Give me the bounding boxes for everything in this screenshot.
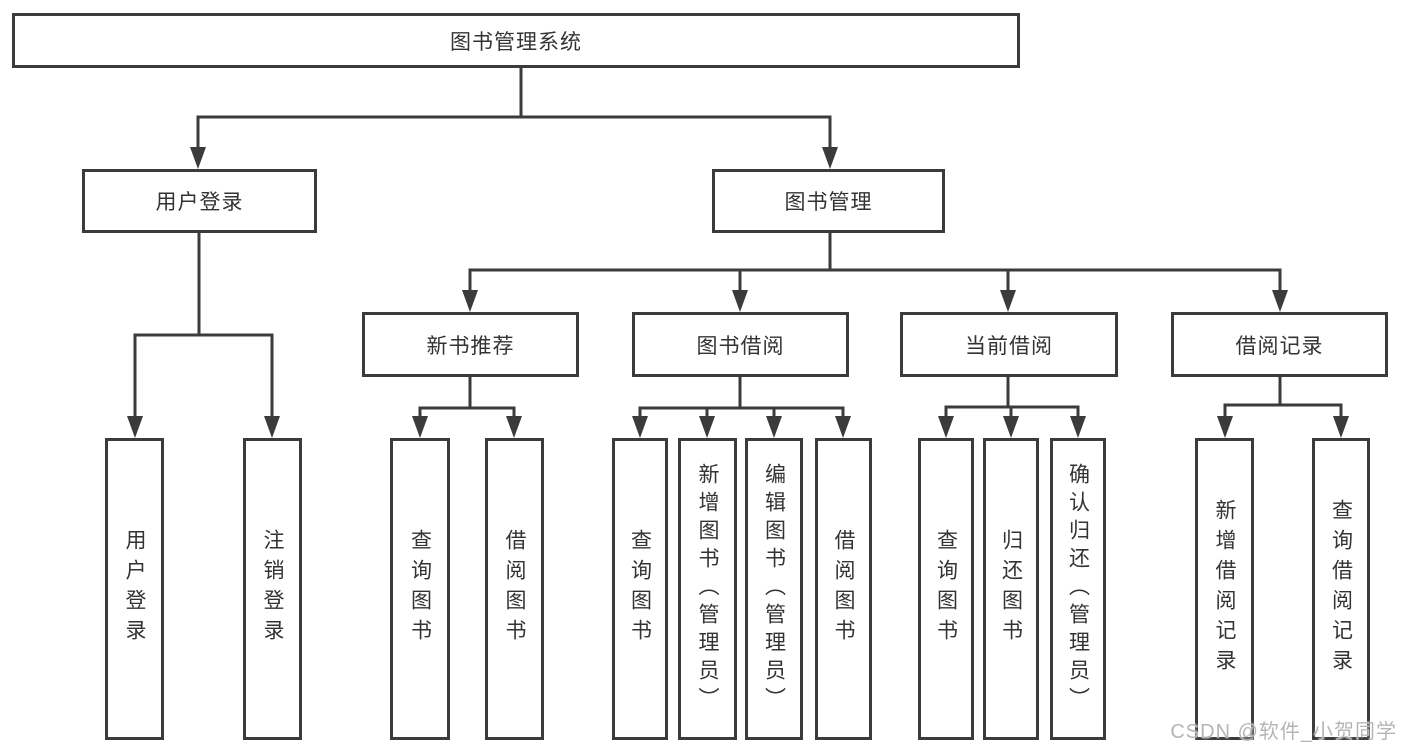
arrowheads (127, 147, 1349, 438)
node-user-login-label: 用户登录 (155, 191, 244, 214)
leaf-user-login: 用户登录 (105, 438, 164, 740)
node-new-book-recommend-label: 新书推荐 (426, 334, 515, 358)
leaf-query-books-borrow: 查询图书 (612, 438, 668, 740)
leaf-edit-book-admin-label: 编辑图书（管理员） (762, 463, 786, 715)
leaf-edit-book-admin: 编辑图书（管理员） (745, 438, 803, 740)
node-book-borrow: 图书借阅 (632, 312, 849, 377)
leaf-logout: 注销登录 (243, 438, 302, 740)
watermark: CSDN @软件_小贺同学 (1170, 721, 1397, 743)
leaf-add-borrow-record: 新增借阅记录 (1195, 438, 1254, 740)
node-book-management: 图书管理 (712, 169, 945, 233)
connector-borrow-record-children (1223, 377, 1343, 421)
node-book-management-label: 图书管理 (784, 191, 873, 214)
node-borrow-records-label: 借阅记录 (1235, 334, 1324, 358)
connector-root-to-level2 (196, 67, 832, 150)
leaf-borrow-books: 借阅图书 (815, 438, 872, 740)
leaf-logout-label: 注销登录 (261, 529, 284, 649)
leaf-return-books-label: 归还图书 (999, 529, 1023, 649)
connector-new-book-children (418, 377, 516, 421)
node-root-label: 图书管理系统 (450, 30, 582, 54)
node-root: 图书管理系统 (12, 13, 1020, 68)
node-new-book-recommend: 新书推荐 (362, 312, 579, 377)
leaf-query-books-recommend-label: 查询图书 (408, 529, 432, 649)
leaf-borrow-books-label: 借阅图书 (832, 529, 855, 649)
connector-book-management-children (468, 232, 1282, 294)
connector-current-borrow-children (944, 377, 1080, 421)
leaf-add-book-admin: 新增图书（管理员） (678, 438, 737, 740)
connector-book-borrow-children (638, 377, 845, 421)
leaf-query-books-current: 查询图书 (918, 438, 974, 740)
leaf-borrow-books-recommend-label: 借阅图书 (503, 529, 526, 649)
leaf-query-borrow-record-label: 查询借阅记录 (1329, 499, 1353, 679)
leaf-confirm-return-admin: 确认归还（管理员） (1050, 438, 1106, 740)
leaf-borrow-books-recommend: 借阅图书 (485, 438, 544, 740)
leaf-query-borrow-record: 查询借阅记录 (1312, 438, 1370, 740)
node-current-borrow: 当前借阅 (900, 312, 1118, 377)
leaf-confirm-return-admin-label: 确认归还（管理员） (1066, 463, 1090, 715)
connector-user-login-children (133, 233, 274, 420)
node-borrow-records: 借阅记录 (1171, 312, 1388, 377)
leaf-query-books-recommend: 查询图书 (390, 438, 450, 740)
node-book-borrow-label: 图书借阅 (696, 334, 785, 358)
leaf-user-login-label: 用户登录 (123, 529, 146, 649)
leaf-add-book-admin-label: 新增图书（管理员） (696, 463, 719, 715)
node-user-login: 用户登录 (82, 169, 317, 233)
node-current-borrow-label: 当前借阅 (965, 334, 1053, 358)
leaf-return-books: 归还图书 (983, 438, 1039, 740)
leaf-query-books-current-label: 查询图书 (934, 529, 958, 649)
leaf-query-books-borrow-label: 查询图书 (628, 529, 652, 649)
leaf-add-borrow-record-label: 新增借阅记录 (1213, 499, 1236, 679)
